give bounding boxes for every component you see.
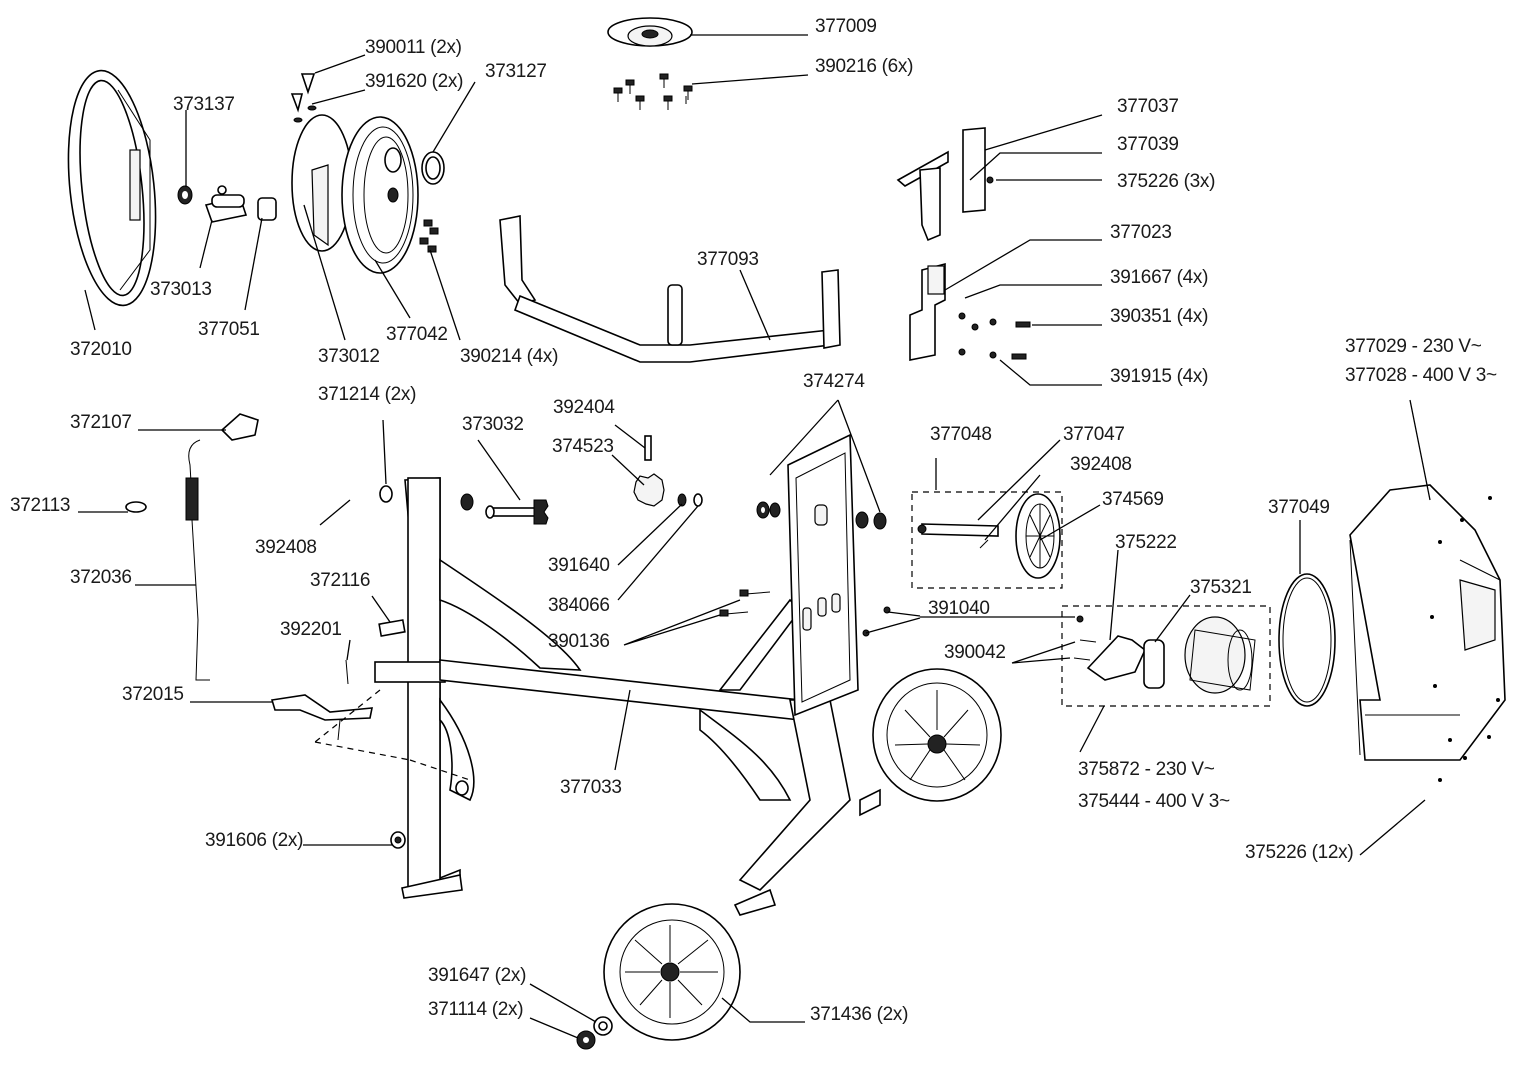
lever-assembly [125, 413, 471, 781]
label-392408b: 392408 [1070, 454, 1132, 475]
label-377048: 377048 [930, 424, 992, 445]
drum-ring-372010 [67, 69, 157, 307]
label-377093: 377093 [697, 249, 759, 270]
leader-lines [78, 34, 1431, 1039]
part-labels: 377009 390216 (6x) 390011 (2x) 391620 (2… [10, 16, 1497, 1025]
yoke-377093 [499, 215, 841, 363]
label-377028: 377028 - 400 V 3~ [1345, 365, 1497, 386]
label-374523: 374523 [552, 436, 614, 457]
bolts-390136 [719, 589, 771, 617]
nuts-391040 [862, 606, 891, 637]
label-377039: 377039 [1117, 134, 1179, 155]
label-390214: 390214 (4x) [460, 346, 558, 367]
label-373137: 373137 [173, 94, 235, 115]
label-375321: 375321 [1190, 577, 1252, 598]
label-377047: 377047 [1063, 424, 1125, 445]
sleeve-377051 [257, 197, 277, 221]
label-375872: 375872 - 230 V~ [1078, 759, 1215, 780]
ring-373127 [421, 151, 445, 185]
nut-373137 [177, 185, 193, 205]
flange-377009 [607, 17, 693, 47]
frame-377033 [374, 477, 881, 916]
label-375444: 375444 - 400 V 3~ [1078, 791, 1230, 812]
label-377049: 377049 [1268, 497, 1330, 518]
seal-ring-377049 [1278, 573, 1336, 707]
label-391647: 391647 (2x) [428, 965, 526, 986]
shaft-373032 [460, 493, 549, 525]
side-plate-374274 [756, 433, 887, 717]
label-372010: 372010 [70, 339, 132, 360]
label-377051: 377051 [198, 319, 260, 340]
label-391915: 391915 (4x) [1110, 366, 1208, 387]
label-377029: 377029 - 230 V~ [1345, 336, 1482, 357]
bracket-377023 [909, 262, 1031, 361]
label-372015: 372015 [122, 684, 184, 705]
label-390042: 390042 [944, 642, 1006, 663]
label-391606: 391606 (2x) [205, 830, 303, 851]
label-391640: 391640 [548, 555, 610, 576]
wheel-371436-right [872, 668, 1002, 802]
label-391667: 391667 (4x) [1110, 267, 1208, 288]
wheel-371436-bottom [603, 903, 741, 1041]
motor-group-375872 [1061, 605, 1271, 707]
motor-cover-377029 [1349, 484, 1506, 782]
label-377023: 377023 [1110, 222, 1172, 243]
label-375226b: 375226 (12x) [1245, 842, 1353, 863]
label-392404: 392404 [553, 397, 615, 418]
label-390136: 390136 [548, 631, 610, 652]
label-374569: 374569 [1102, 489, 1164, 510]
label-371214: 371214 (2x) [318, 384, 416, 405]
label-384066: 384066 [548, 595, 610, 616]
gear-374523 [633, 435, 703, 507]
label-371114: 371114 (2x) [428, 999, 523, 1020]
label-390351: 390351 (4x) [1110, 306, 1208, 327]
bracket-373013 [204, 185, 248, 223]
washers-391606 [390, 780, 469, 849]
bolts-390216 [613, 73, 693, 110]
label-372116: 372116 [310, 570, 370, 591]
label-377042: 377042 [386, 324, 448, 345]
label-373032: 373032 [462, 414, 524, 435]
label-371436: 371436 (2x) [810, 1004, 908, 1025]
label-375226a: 375226 (3x) [1117, 171, 1215, 192]
label-390011: 390011 (2x) [365, 37, 462, 58]
brackets-377037 [896, 127, 994, 242]
axle-group-377048 [911, 491, 1063, 589]
label-372036: 372036 [70, 567, 132, 588]
label-373013: 373013 [150, 279, 212, 300]
label-392201: 392201 [280, 619, 342, 640]
label-374274: 374274 [803, 371, 865, 392]
label-377033: 377033 [560, 777, 622, 798]
label-391040: 391040 [928, 598, 990, 619]
label-391620: 391620 (2x) [365, 71, 463, 92]
washers-391647 [576, 1016, 613, 1050]
label-392408a: 392408 [255, 537, 317, 558]
label-372107: 372107 [70, 412, 132, 433]
drum-end-377042 [341, 116, 419, 274]
screws-390214 [419, 219, 439, 253]
label-377037: 377037 [1117, 96, 1179, 117]
label-372113: 372113 [10, 495, 70, 516]
label-377009: 377009 [815, 16, 877, 37]
label-375222: 375222 [1115, 532, 1177, 553]
label-373012: 373012 [318, 346, 380, 367]
label-390216: 390216 (6x) [815, 56, 913, 77]
label-373127: 373127 [485, 61, 547, 82]
clip-371214 [379, 485, 393, 503]
screws-390011 [290, 73, 317, 123]
